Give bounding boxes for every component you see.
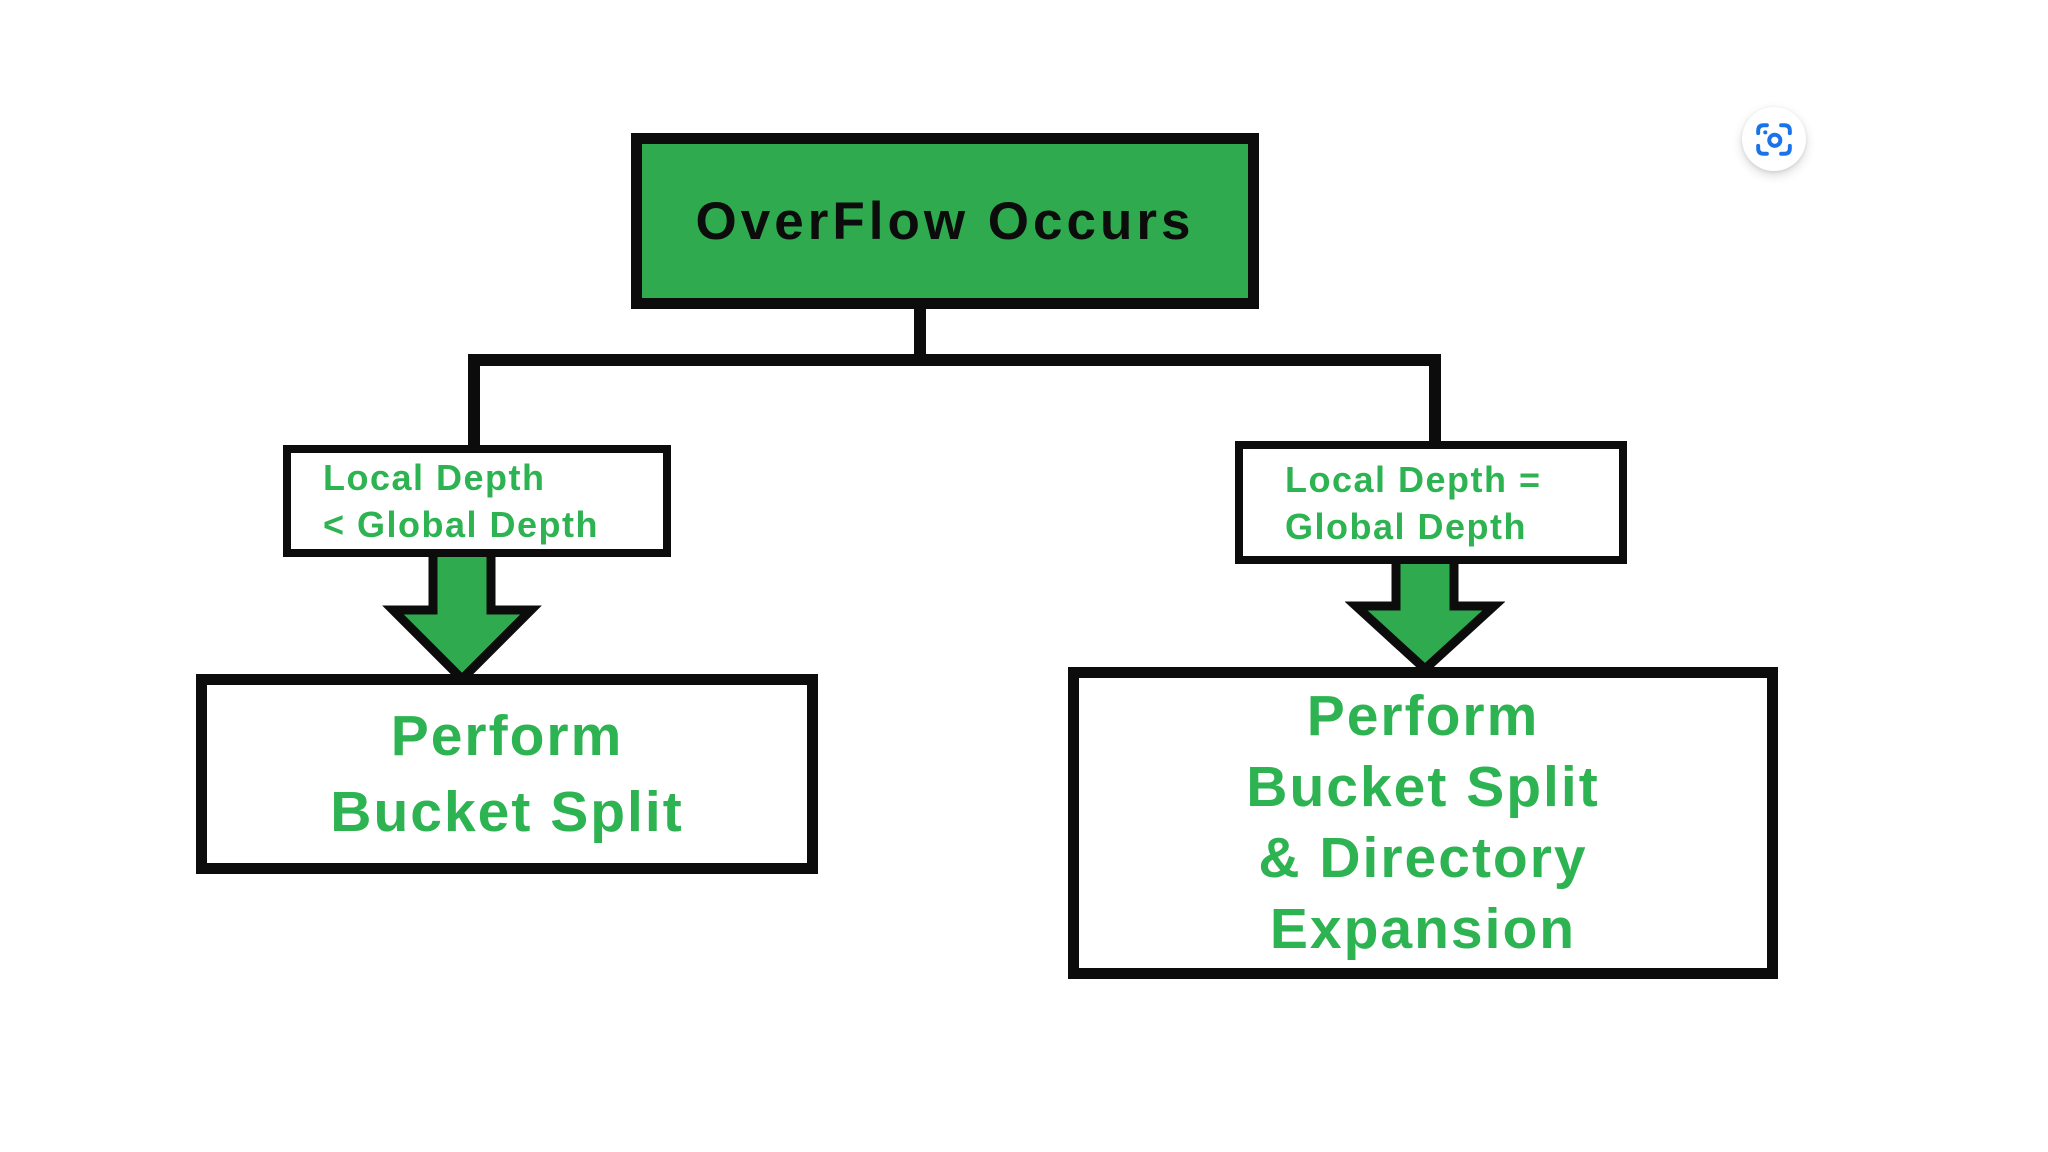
condition-label-line2: Global Depth	[1285, 505, 1527, 547]
down-arrow-icon	[382, 547, 542, 685]
connector-right-drop	[1429, 354, 1441, 446]
connector-branch-bar	[468, 354, 1441, 366]
root-node-label: OverFlow Occurs	[695, 191, 1195, 251]
action-label-line1: Perform	[390, 704, 624, 768]
condition-label-line1: Local Depth =	[1285, 458, 1542, 500]
condition-label-line2: < Global Depth	[323, 504, 600, 545]
action-label-line4: Expansion	[1269, 897, 1577, 961]
action-label-line1: Perform	[1306, 684, 1540, 748]
action-label-line2: Bucket Split	[330, 780, 684, 844]
condition-label-line1: Local Depth	[323, 457, 546, 498]
lens-icon	[1756, 122, 1792, 156]
node-action-bucket-split: Perform Bucket Split	[196, 674, 818, 874]
down-arrow-icon	[1345, 549, 1505, 675]
connector-root-stem	[914, 298, 926, 360]
connector-left-drop	[468, 354, 480, 450]
node-condition-local-lt-global: Local Depth < Global Depth	[283, 445, 671, 557]
node-condition-local-eq-global: Local Depth = Global Depth	[1235, 441, 1627, 564]
node-overflow-occurs: OverFlow Occurs	[631, 133, 1259, 309]
image-search-button[interactable]	[1742, 107, 1806, 171]
action-label-line3: & Directory	[1258, 826, 1588, 890]
action-label-line2: Bucket Split	[1246, 755, 1600, 819]
node-action-bucket-split-directory-expansion: Perform Bucket Split & Directory Expansi…	[1068, 667, 1778, 979]
